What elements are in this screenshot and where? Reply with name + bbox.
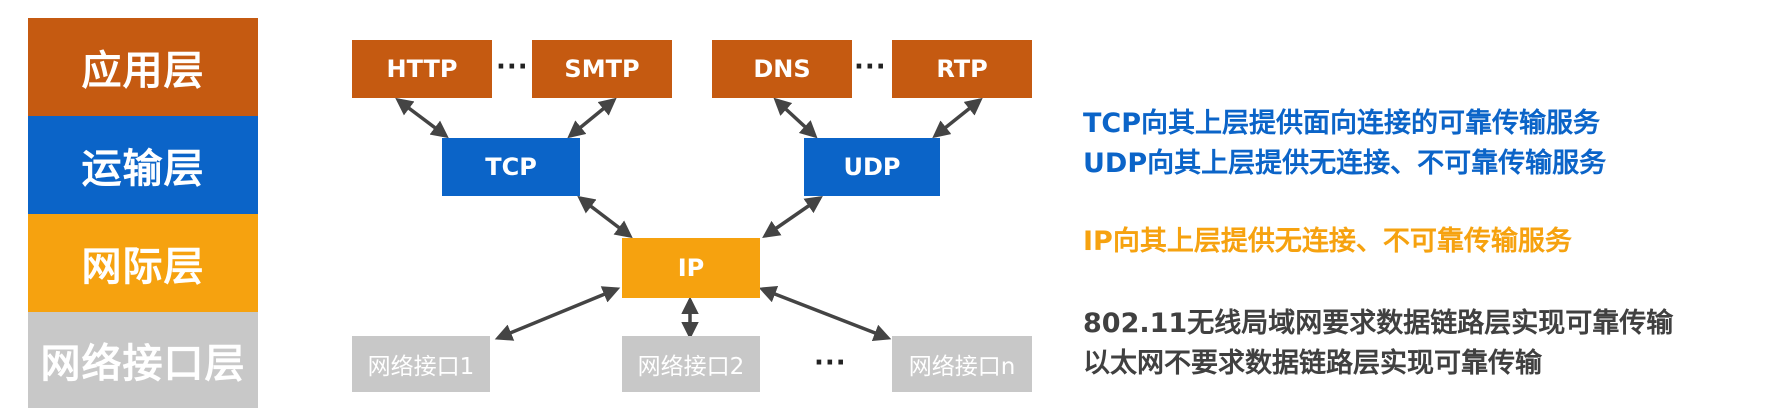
layer-network-interface: 网络接口层 [28, 312, 258, 408]
arrow-ip-if1 [494, 286, 621, 341]
network-interface-1: 网络接口1 [352, 336, 490, 392]
layer-stack: 应用层 运输层 网际层 网络接口层 [28, 18, 258, 408]
protocol-dns: DNS [712, 40, 852, 98]
layer-application: 应用层 [28, 18, 258, 116]
arrow-http-tcp [395, 97, 449, 139]
arrow-smtp-tcp [567, 97, 617, 139]
arrow-ip-ifn [758, 285, 892, 342]
note-ip-service: IP向其上层提供无连接、不可靠传输服务 [1083, 226, 1572, 257]
arrow-rtp-udp [932, 97, 983, 139]
note-wlan-reliable: 802.11无线局域网要求数据链路层实现可靠传输 [1083, 308, 1674, 339]
interface-ellipsis: ··· [814, 348, 847, 378]
layer-internet: 网际层 [28, 214, 258, 312]
protocol-http: HTTP [352, 40, 492, 98]
network-interface-n: 网络接口n [892, 336, 1032, 392]
arrow-tcp-ip [577, 195, 633, 239]
arrow-dns-udp [773, 97, 818, 139]
application-ellipsis-right: ··· [854, 52, 887, 82]
note-ethernet-unreliable: 以太网不要求数据链路层实现可靠传输 [1083, 348, 1542, 379]
arrow-udp-ip [762, 196, 823, 238]
protocol-tcp: TCP [442, 138, 580, 196]
note-tcp-service: TCP向其上层提供面向连接的可靠传输服务 [1083, 108, 1601, 139]
protocol-smtp: SMTP [532, 40, 672, 98]
application-ellipsis-left: ··· [496, 52, 529, 82]
protocol-udp: UDP [804, 138, 940, 196]
network-interface-2: 网络接口2 [622, 336, 760, 392]
note-udp-service: UDP向其上层提供无连接、不可靠传输服务 [1083, 148, 1607, 179]
protocol-rtp: RTP [892, 40, 1032, 98]
protocol-ip: IP [622, 238, 760, 298]
layer-transport: 运输层 [28, 116, 258, 214]
